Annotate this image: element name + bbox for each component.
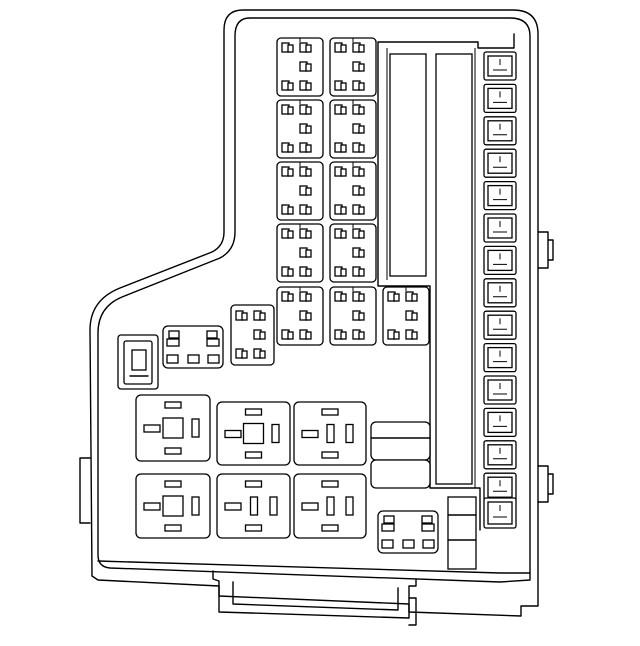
small-relay-socket	[162, 325, 224, 369]
mini-fuse-block	[276, 37, 324, 97]
mini-fuse-block	[329, 223, 377, 283]
side-fuse-slot	[483, 440, 517, 470]
bottom-connector	[212, 570, 417, 619]
bus-bar-right	[435, 53, 473, 485]
side-fuse-slot	[483, 375, 517, 405]
mini-fuse-block	[382, 286, 430, 346]
maxi-fuse-lower	[370, 459, 431, 489]
maxi-fuse-upper	[370, 421, 431, 461]
side-fuse-slot	[483, 472, 517, 502]
side-fuse-slot	[483, 342, 517, 373]
right-clip-lower	[537, 465, 554, 503]
large-relay-socket	[135, 394, 211, 462]
side-fuse-slot	[483, 310, 517, 340]
side-fuse-slot	[483, 116, 517, 146]
housing-skirt-line	[97, 560, 531, 574]
large-relay-sockets	[135, 394, 367, 539]
bus-bar-left	[389, 53, 427, 277]
tall-fuse-bottom-right	[447, 496, 477, 570]
bus-bar-guides	[386, 48, 476, 488]
mini-fuse-blocks	[230, 37, 430, 366]
mini-fuse-block	[329, 161, 377, 221]
mini-fuse-block	[329, 286, 377, 346]
mini-fuse-block	[329, 37, 377, 97]
mini-fuse-block	[329, 99, 377, 159]
housing-inner-wall	[97, 17, 531, 583]
small-relay-socket	[377, 510, 439, 554]
large-relay-socket	[293, 473, 367, 539]
housing-outer-wall	[89, 9, 539, 617]
mini-fuse-block	[230, 304, 275, 366]
mini-fuse-block	[276, 99, 324, 159]
large-relay-socket	[216, 401, 291, 466]
bottom-connector-tab	[408, 597, 417, 626]
bus-frame	[377, 33, 515, 531]
large-relay-socket	[216, 473, 291, 539]
housing	[79, 9, 554, 626]
bottom-connector-inner	[232, 581, 399, 611]
side-fuse-slot	[483, 51, 517, 81]
side-fuse-slot	[483, 407, 517, 438]
side-fuse-slot	[483, 278, 517, 308]
side-fuse-slot	[483, 213, 517, 243]
small-relay-sockets	[162, 325, 439, 554]
side-fuse-slot	[483, 180, 517, 211]
side-fuse-slot	[483, 497, 517, 529]
side-fuse-slot	[483, 83, 517, 114]
side-fuse-slot	[483, 245, 517, 276]
bus-bar-area	[377, 33, 515, 531]
side-fuse-slots	[483, 51, 517, 529]
mini-fuse-block	[276, 223, 324, 283]
right-clip-upper	[537, 231, 554, 269]
mini-fuse-block	[276, 161, 324, 221]
side-fuse-slot	[483, 148, 517, 178]
mini-fuse-block	[276, 286, 324, 346]
large-relay-socket	[135, 473, 211, 539]
left-clip	[79, 457, 91, 524]
left-connector	[117, 334, 159, 390]
large-relay-socket	[293, 401, 367, 466]
